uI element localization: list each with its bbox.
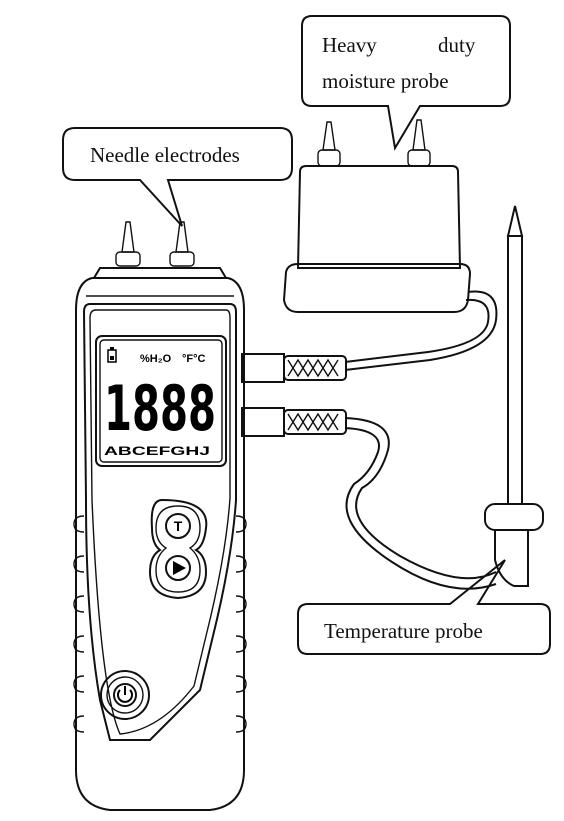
meter-body [73, 221, 247, 811]
needle-electrodes-label: Needle electrodes [90, 143, 240, 167]
heavy-duty-callout-word1: Heavy [322, 33, 377, 57]
unit-water-label: %H₂O [140, 353, 172, 365]
heavy-duty-probe [282, 119, 498, 371]
battery-icon [107, 347, 117, 363]
play-icon [173, 561, 186, 575]
heavy-duty-callout-word2: duty [438, 33, 476, 57]
power-button[interactable] [100, 670, 150, 720]
needle-electrodes-callout: Needle electrodes [62, 127, 293, 227]
lcd-digits: 1888 [104, 372, 216, 445]
t-button[interactable]: T [165, 513, 191, 539]
heavy-duty-callout-line2: moisture probe [322, 69, 449, 93]
mode-letters: ABCEFGHJ [104, 444, 210, 458]
t-button-label: T [174, 518, 183, 534]
play-button[interactable] [165, 555, 191, 581]
heavy-duty-probe-callout: Heavy duty moisture probe [301, 15, 511, 151]
temperature-probe-label: Temperature probe [324, 619, 483, 643]
probe-connectors [241, 353, 347, 437]
button-panel [148, 498, 208, 600]
power-icon [117, 686, 133, 703]
temperature-probe [344, 205, 544, 590]
lcd-display: %H₂O °F°C 1888 ABCEFGHJ [95, 335, 227, 467]
unit-temp-label: °F°C [182, 353, 206, 365]
temperature-probe-callout: Temperature probe [297, 559, 551, 655]
